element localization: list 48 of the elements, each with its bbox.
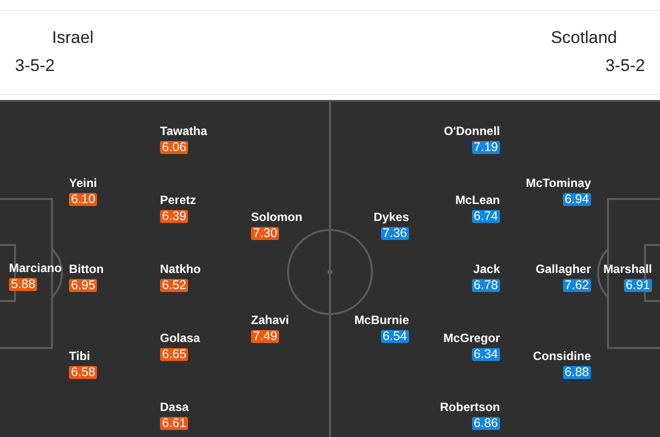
- formation-text: 3-5-2: [15, 56, 55, 76]
- rating-badge: 7.30: [251, 227, 280, 240]
- rating-badge: 7.19: [472, 141, 500, 154]
- player-name: Bitton: [69, 262, 104, 276]
- team-name: Scotland: [550, 28, 617, 48]
- rating-badge: 6.61: [160, 417, 188, 430]
- player-name: Tibi: [69, 349, 92, 363]
- player-name: Golasa: [160, 331, 200, 345]
- team-name: Israel: [52, 28, 94, 48]
- formation-text: 3-5-2: [605, 56, 645, 76]
- rating-badge: 7.49: [251, 330, 280, 343]
- player-name: Robertson: [440, 400, 500, 414]
- rating-badge: 6.58: [69, 366, 98, 379]
- rating-badge: 6.91: [624, 279, 652, 292]
- player-name: Natkho: [160, 262, 201, 276]
- player-name: Peretz: [160, 193, 196, 207]
- player-name: McGregor: [443, 331, 500, 345]
- rating-badge: 6.94: [562, 193, 591, 206]
- player-name: Gallagher: [536, 262, 591, 276]
- player-name: Dykes: [374, 210, 409, 224]
- rating-badge: 6.34: [472, 348, 500, 361]
- player-name: Solomon: [251, 210, 302, 224]
- rating-badge: 6.52: [160, 279, 188, 292]
- rating-badge: 6.74: [472, 210, 500, 223]
- rating-badge: 6.65: [160, 348, 188, 361]
- player-name: Dasa: [160, 400, 189, 414]
- player-name: McTominay: [526, 176, 591, 190]
- rating-badge: 7.36: [380, 227, 409, 240]
- player-name: Yeini: [69, 176, 98, 190]
- player-name: McBurnie: [354, 313, 409, 327]
- player-name: Marshall: [603, 262, 652, 276]
- player-name: Jack: [472, 262, 500, 276]
- rating-badge: 6.06: [160, 141, 188, 154]
- player-name: Marciano: [9, 261, 62, 275]
- rating-badge: 6.10: [69, 193, 98, 206]
- player-name: McLean: [455, 193, 500, 207]
- rating-badge: 6.88: [562, 366, 591, 379]
- player-name: Zahavi: [251, 313, 290, 327]
- rating-badge: 6.95: [69, 279, 98, 292]
- player-name: O'Donnell: [444, 124, 500, 138]
- rating-badge: 6.78: [472, 279, 500, 292]
- rating-badge: 6.86: [472, 417, 500, 430]
- player-name: Tawatha: [160, 124, 208, 138]
- rating-badge: 6.39: [160, 210, 188, 223]
- player-name: Considine: [532, 349, 591, 363]
- rating-badge: 6.54: [380, 330, 409, 343]
- rating-badge: 7.62: [562, 279, 591, 292]
- rating-badge: 5.88: [9, 278, 38, 291]
